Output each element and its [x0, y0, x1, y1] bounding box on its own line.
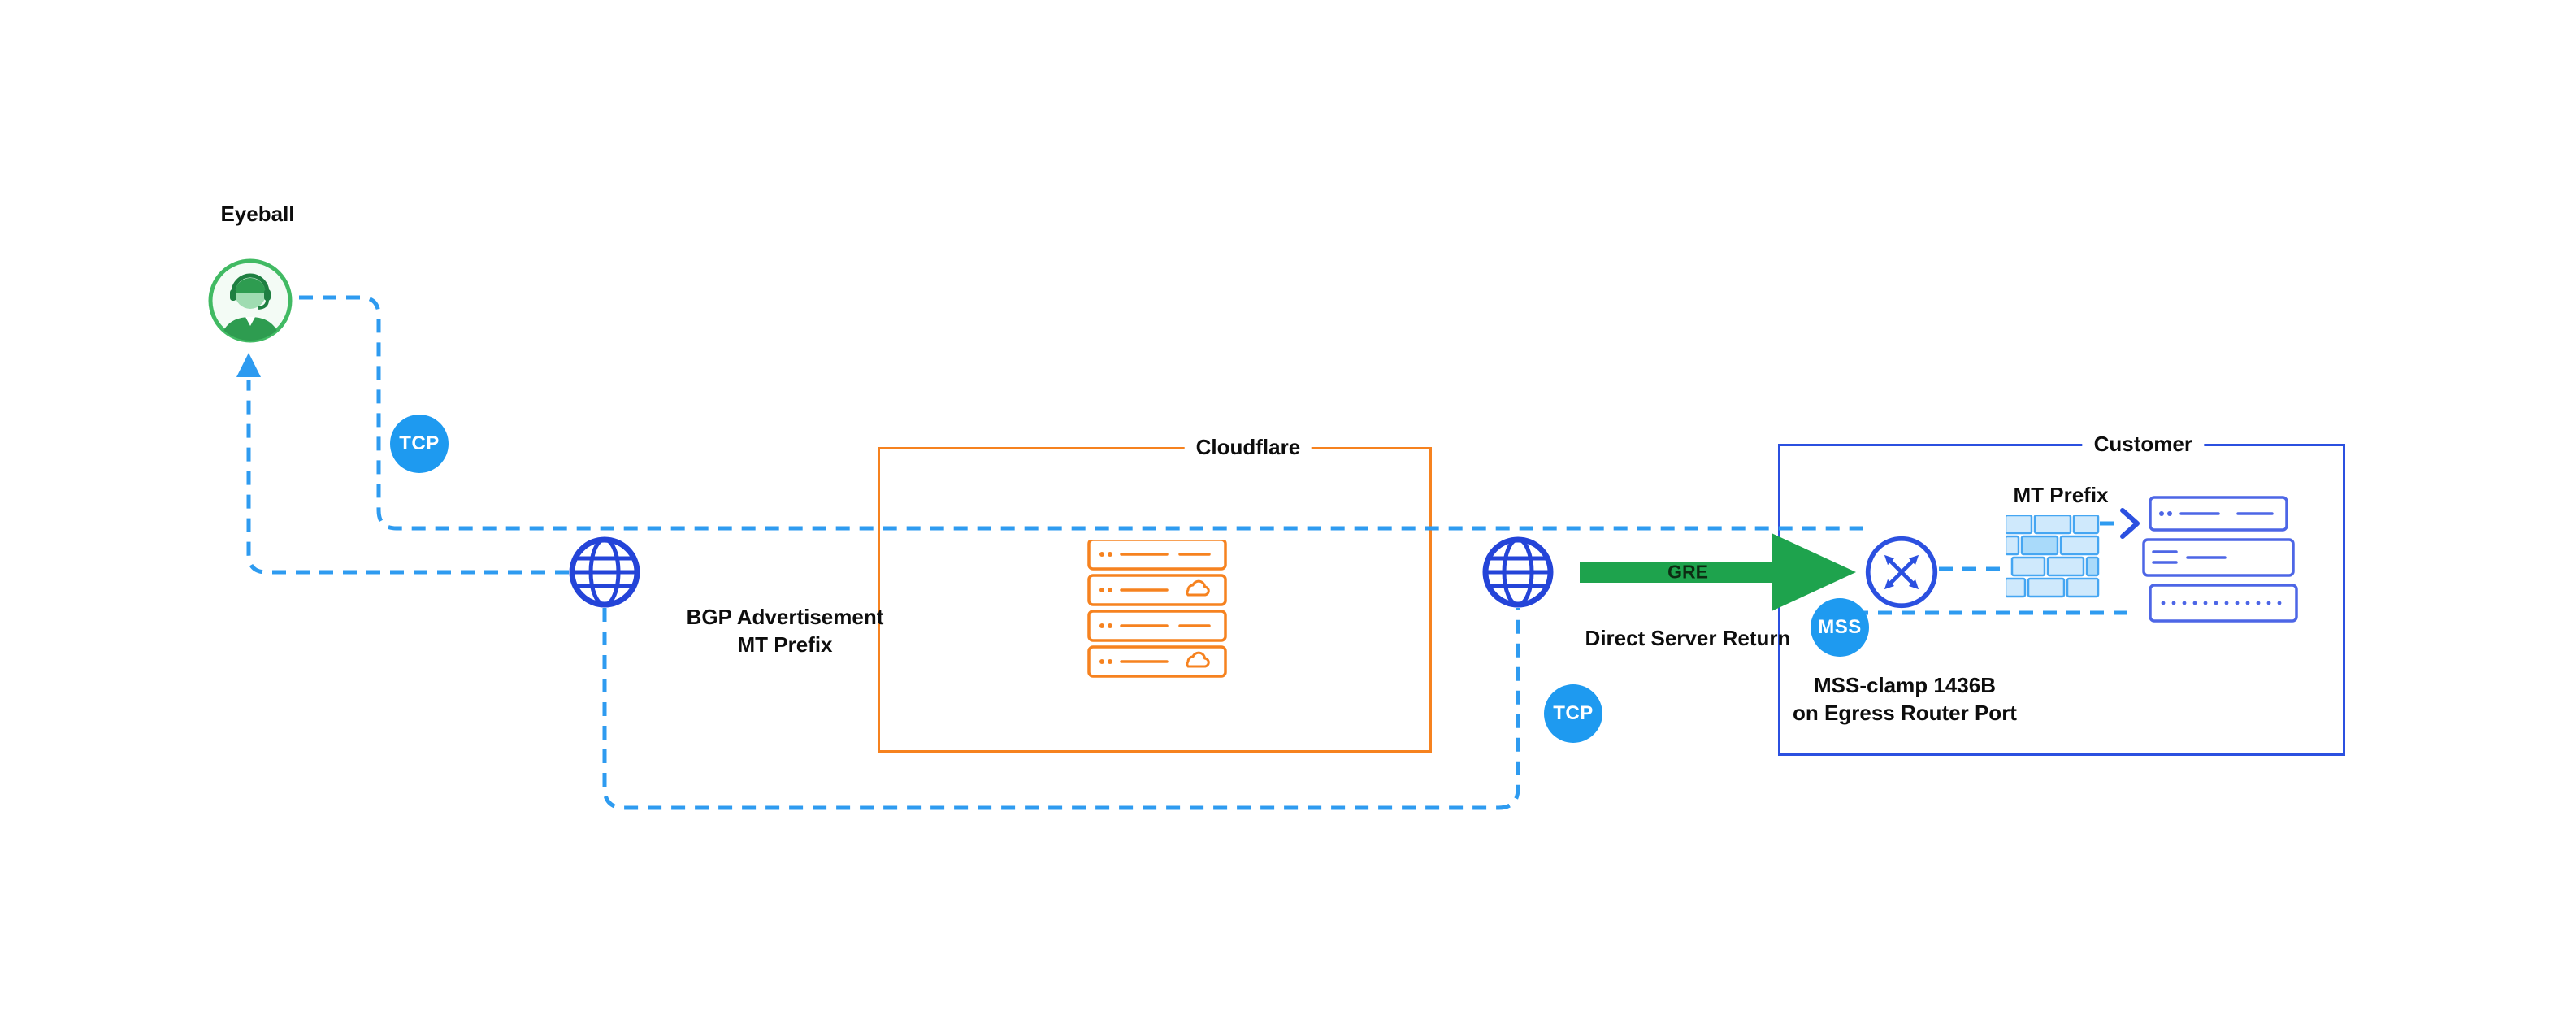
up-arrowhead-icon [236, 353, 261, 377]
mss-clamp-line2: on Egress Router Port [1793, 701, 2017, 725]
direct-server-return-label: Direct Server Return [1585, 626, 1791, 650]
customer-firewall [2004, 514, 2100, 600]
tcp-badge-left-label: TCP [399, 432, 440, 454]
customer-servers [2140, 496, 2300, 624]
bgp-advertisement-line1: BGP Advertisement [686, 605, 884, 629]
mss-clamp-label: MSS-clamp 1436B on Egress Router Port [1793, 671, 2017, 727]
internet-node-left [566, 533, 644, 611]
gre-label: GRE [1667, 561, 1708, 583]
router-icon [1865, 536, 1938, 609]
bgp-advertisement-label: BGP Advertisement MT Prefix [687, 603, 884, 658]
cloudflare-box: Cloudflare [878, 435, 1432, 753]
cloudflare-servers [1086, 538, 1229, 679]
cloudflare-server-stack-icon [1087, 538, 1227, 678]
customer-router [1863, 533, 1941, 611]
return-path-to-eyeball [246, 380, 569, 575]
tcp-badge-right: TCP [1544, 684, 1602, 743]
globe-internet-icon [1482, 536, 1554, 608]
mss-clamp-line1: MSS-clamp 1436B [1814, 673, 1996, 697]
internet-node-right [1479, 533, 1557, 611]
customer-server-stack-icon [2142, 496, 2298, 623]
right-chevron-arrow-icon [2120, 508, 2140, 539]
tcp-badge-right-label: TCP [1553, 702, 1594, 724]
customer-box-label: Customer [2082, 432, 2205, 457]
gre-arrow-icon [1580, 533, 1856, 611]
mss-badge-label: MSS [1818, 616, 1862, 638]
outbound-tcp-path [299, 295, 1869, 531]
globe-internet-icon [569, 536, 640, 608]
bgp-advertisement-line2: MT Prefix [737, 632, 833, 657]
eyeball-person-icon [208, 258, 293, 343]
customer-mt-prefix-label: MT Prefix [2013, 483, 2109, 507]
eyeball-node [205, 255, 296, 346]
tcp-badge-left: TCP [390, 415, 449, 473]
mss-badge: MSS [1811, 598, 1869, 657]
bottom-loop-path [602, 608, 1520, 810]
eyeball-label: Eyeball [220, 202, 295, 226]
cloudflare-box-label: Cloudflare [1184, 435, 1312, 460]
firewall-icon [2004, 514, 2100, 598]
